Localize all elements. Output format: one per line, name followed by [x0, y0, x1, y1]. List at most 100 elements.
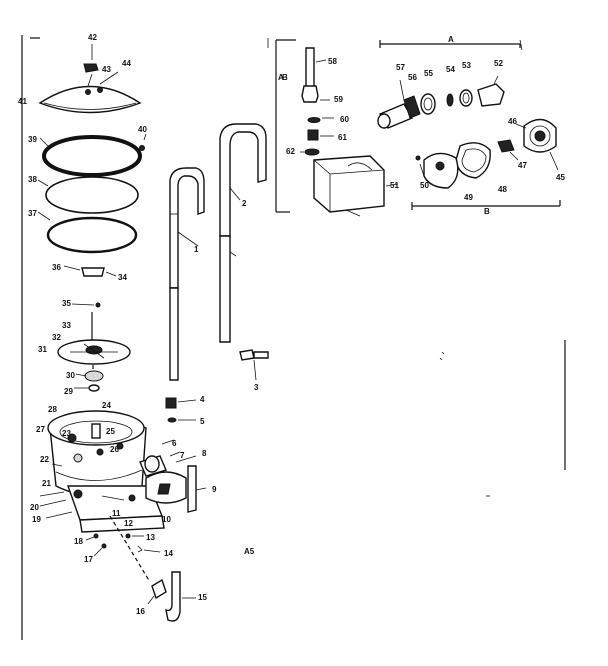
callout-11: 11 — [112, 509, 121, 518]
callout-5: 5 — [200, 417, 205, 426]
callout-36: 36 — [52, 263, 61, 272]
part-17-washer — [93, 543, 107, 557]
lid-assembly — [37, 44, 147, 392]
part-15-drain-hose — [165, 571, 196, 622]
callout-2: 2 — [242, 199, 247, 208]
callout-7: 7 — [180, 451, 185, 460]
callout-10: 10 — [162, 515, 171, 524]
callout-49: 49 — [464, 193, 473, 202]
part-48-diaphragm — [455, 142, 491, 179]
callout-53: 53 — [462, 61, 471, 70]
callout-27: 27 — [36, 425, 45, 434]
callout-41: 41 — [18, 97, 27, 106]
stray-mark — [439, 357, 443, 361]
part-62-seal — [300, 148, 320, 156]
callout-labels: 42 43 44 41 40 39 38 37 36 34 35 33 32 3… — [18, 33, 565, 616]
part-35-ball — [95, 302, 101, 308]
callout-60: 60 — [340, 115, 349, 124]
callout-55: 55 — [424, 69, 433, 78]
callout-37: 37 — [28, 209, 37, 218]
part-40-clip — [139, 133, 147, 151]
part-56-nut — [403, 95, 421, 119]
callout-61: 61 — [338, 133, 347, 142]
callout-20: 20 — [30, 503, 39, 512]
callout-50: 50 — [420, 181, 429, 190]
part-30-hub — [74, 370, 104, 392]
callout-24: 24 — [102, 401, 111, 410]
callout-1: 1 — [194, 245, 199, 254]
part-46-fitting — [515, 123, 527, 129]
callout-44: 44 — [122, 59, 131, 68]
callout-51: 51 — [390, 181, 399, 190]
callout-30: 30 — [66, 371, 75, 380]
part-38-ring — [45, 176, 139, 214]
callout-26: 26 — [110, 445, 119, 454]
stray-mark — [441, 351, 445, 355]
part-55-ring — [420, 93, 436, 115]
callout-57: 57 — [396, 63, 405, 72]
fill-valve-assembly — [267, 38, 399, 217]
part-31-impeller — [57, 339, 131, 365]
part-18-washer — [85, 533, 99, 541]
callout-8: 8 — [202, 449, 207, 458]
callout-14: 14 — [164, 549, 173, 558]
callout-22: 22 — [40, 455, 49, 464]
callout-3: 3 — [254, 383, 259, 392]
page-code: A5 — [244, 547, 255, 556]
callout-17: 17 — [84, 555, 93, 564]
callout-28: 28 — [48, 405, 57, 414]
callout-62: 62 — [286, 147, 295, 156]
callout-47: 47 — [518, 161, 527, 170]
part-2-hose — [219, 123, 267, 343]
callout-13: 13 — [146, 533, 155, 542]
callout-46: 46 — [508, 117, 517, 126]
part-54-washer — [446, 93, 454, 107]
part-36-nut — [63, 265, 117, 277]
callout-23: 23 — [62, 429, 71, 438]
part-42-knob — [83, 44, 99, 73]
part-5-screw — [167, 417, 196, 423]
part-59-fitting — [301, 85, 330, 103]
part-8-motor-cover — [145, 455, 197, 504]
callout-29: 29 — [64, 387, 73, 396]
part-47-nut — [497, 139, 519, 161]
part-14-clamp — [137, 545, 161, 553]
part-16-nozzle — [147, 578, 167, 605]
part-39-gasket — [42, 135, 142, 177]
callout-33: 33 — [62, 321, 71, 330]
callout-9: 9 — [212, 485, 217, 494]
part-41-lid — [38, 71, 142, 114]
callout-15: 15 — [198, 593, 207, 602]
part-1-hose — [169, 167, 205, 381]
callout-38: 38 — [28, 175, 37, 184]
callout-19: 19 — [32, 515, 41, 524]
part-60-washer — [307, 117, 321, 123]
part-37-ring — [46, 216, 138, 254]
part-57-valve-body — [377, 79, 414, 129]
callout-45: 45 — [556, 173, 565, 182]
callout-39: 39 — [28, 135, 37, 144]
group-labels: A A B B A5 — [244, 35, 490, 556]
part-61-nut — [307, 129, 334, 141]
callout-54: 54 — [446, 65, 455, 74]
part-50-spring — [415, 155, 425, 177]
callout-40: 40 — [138, 125, 147, 134]
callout-21: 21 — [42, 479, 51, 488]
callout-48: 48 — [498, 185, 507, 194]
callout-35: 35 — [62, 299, 71, 308]
part-4-cap — [165, 397, 197, 409]
callout-52: 52 — [494, 59, 503, 68]
border-frame — [21, 35, 566, 640]
callout-59: 59 — [334, 95, 343, 104]
callout-6: 6 — [172, 439, 177, 448]
part-9-hose — [187, 465, 207, 513]
part-3-fitting — [239, 349, 269, 381]
callout-34: 34 — [118, 273, 127, 282]
part-49-plate — [423, 152, 459, 189]
group-b-label: B — [484, 207, 490, 216]
group-a-label: A — [448, 35, 454, 44]
callout-16: 16 — [136, 607, 145, 616]
callout-32: 32 — [52, 333, 61, 342]
part-51-cover — [313, 155, 399, 217]
